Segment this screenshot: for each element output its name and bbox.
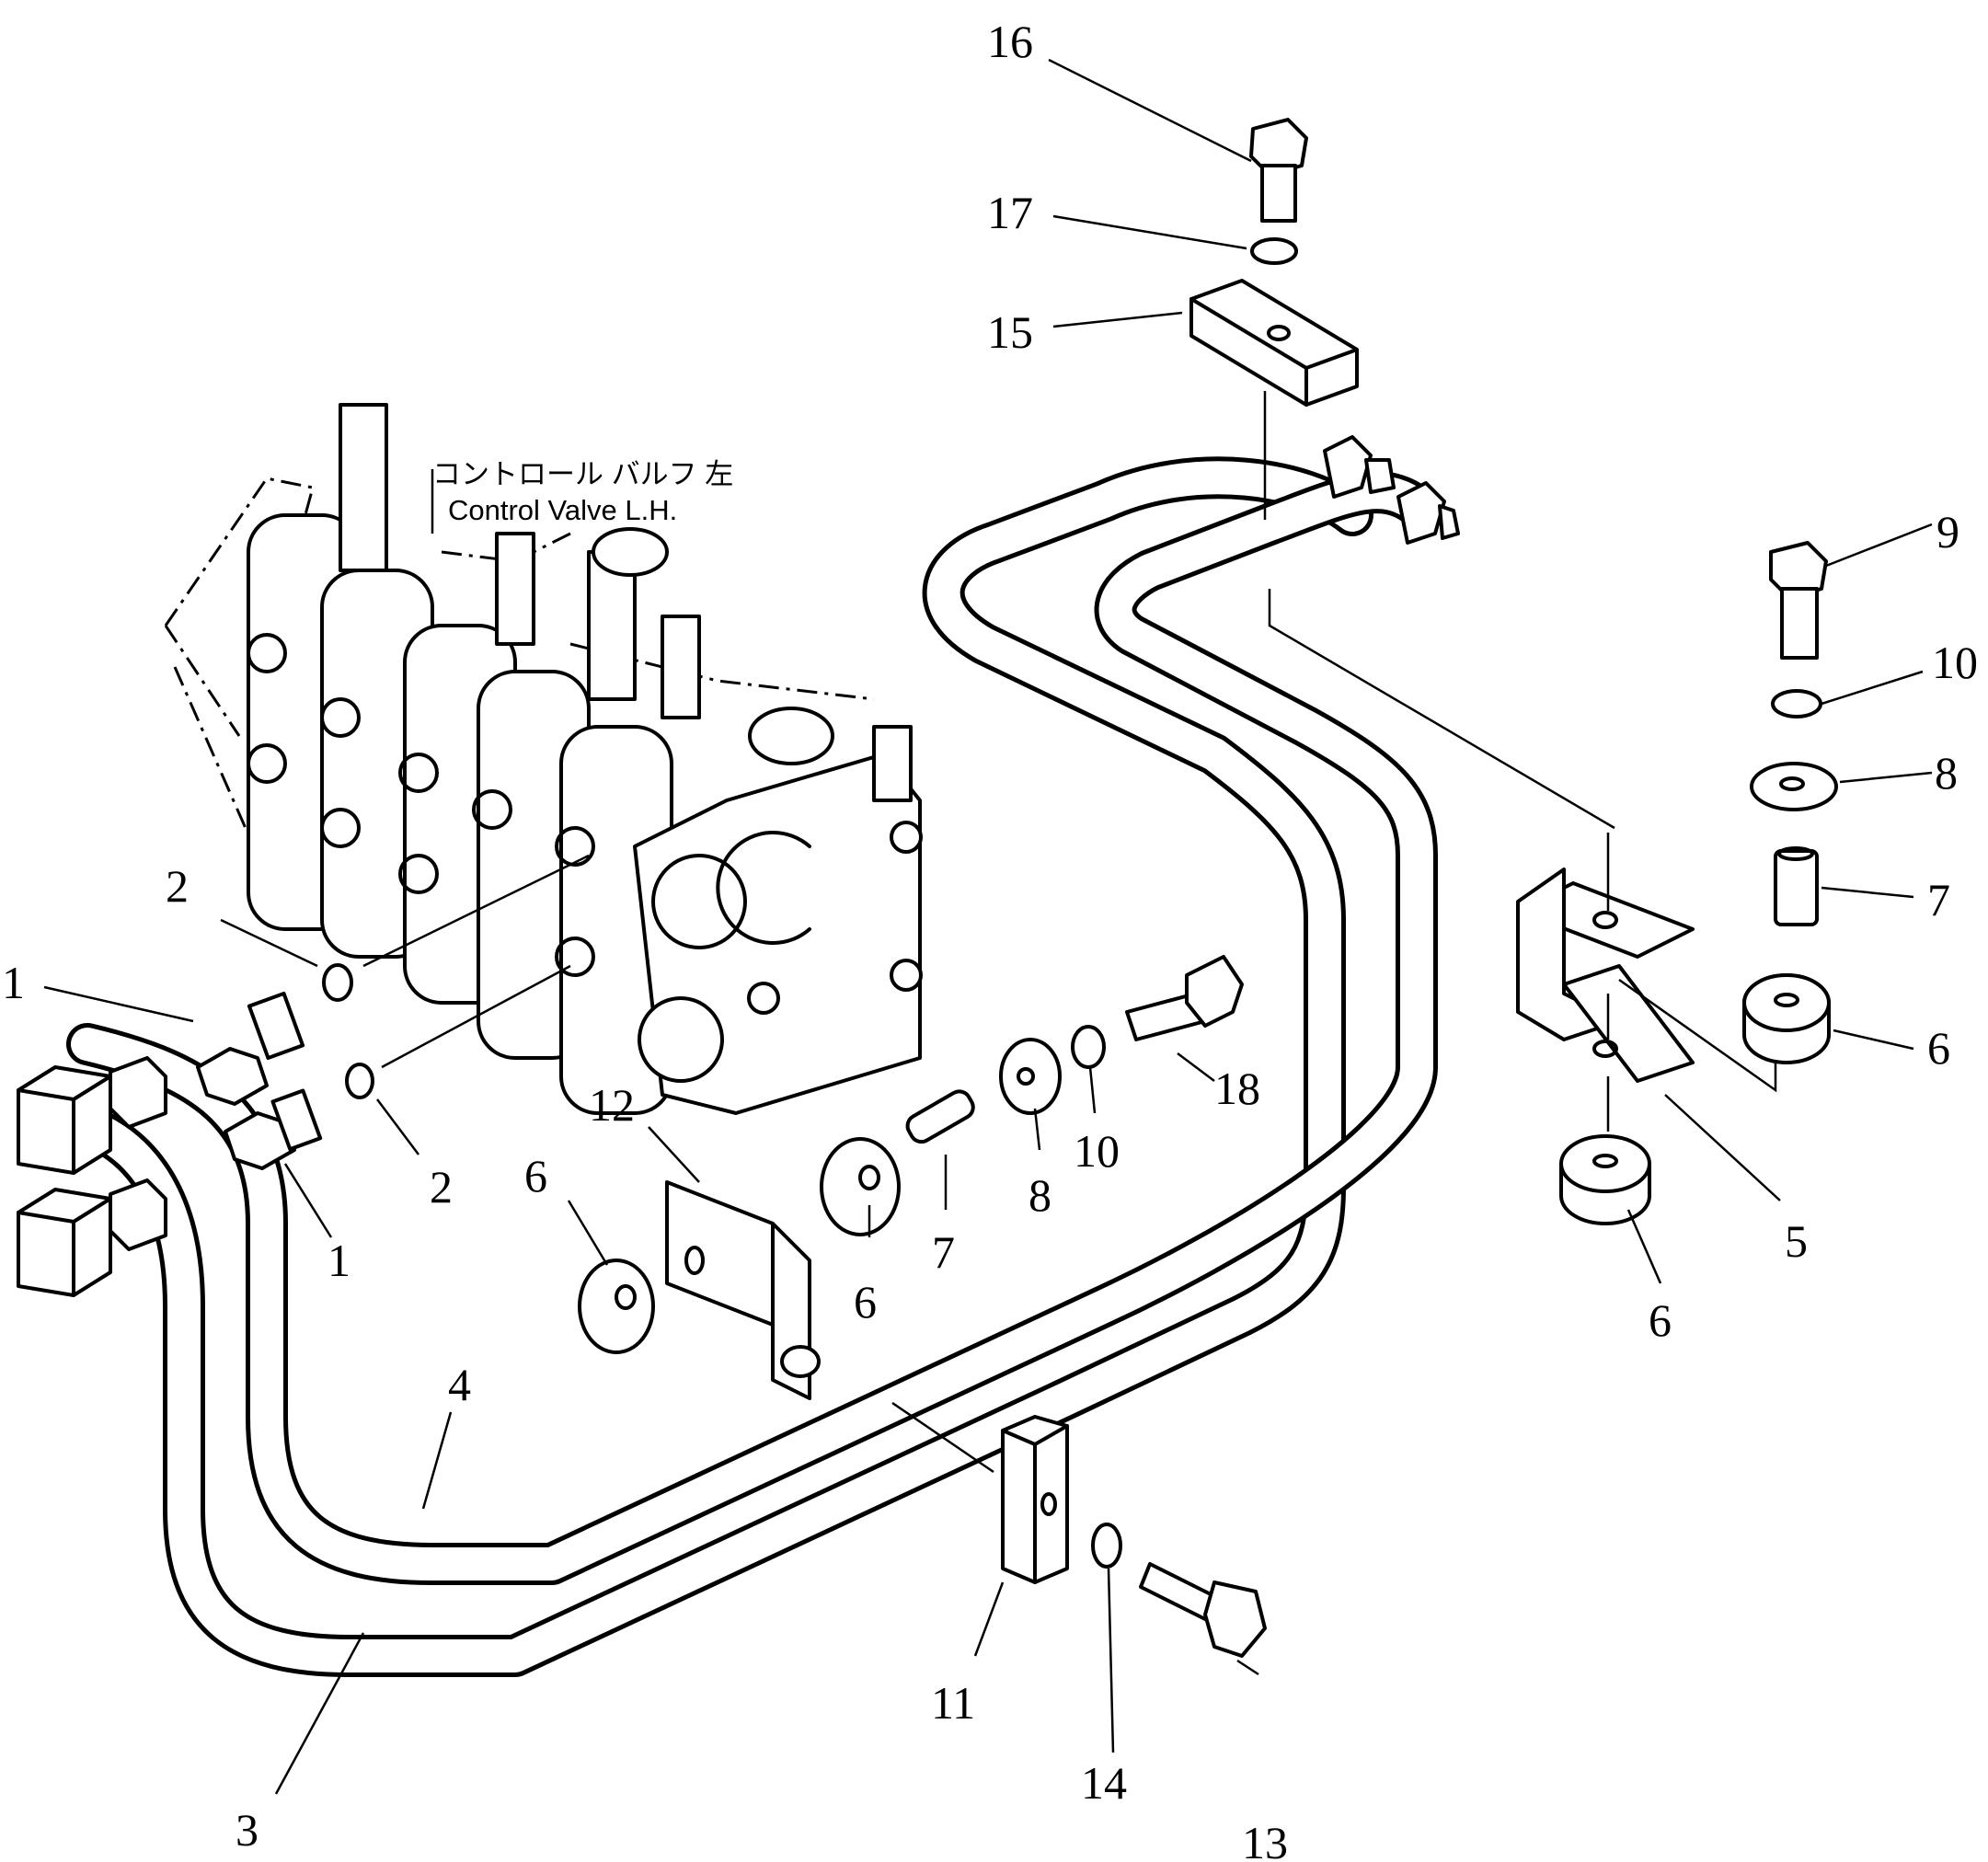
callout-15: 15 [987,306,1033,358]
control-valve-label-en: Control Valve L.H. [448,494,677,526]
clamp-15 [1189,279,1359,407]
pipe-end-block-upper [17,1056,167,1175]
pipe-end-fitting-lower [1396,481,1460,545]
bracket-5 [1516,868,1695,1083]
washer-10-right [1771,689,1822,718]
pipe-end-block-lower [17,1178,167,1297]
bracket-5-leader-b [1618,978,1777,1093]
callout-9: 9 [1936,506,1959,557]
bolt-18 [1125,955,1244,1041]
plate-8-left [999,1038,1062,1115]
callout-2: 2 [166,860,189,912]
bracket-12 [665,1180,821,1400]
cushion-6-d [1559,1134,1651,1225]
callout-6: 6 [1927,1022,1950,1074]
bolt-13 [1139,1562,1267,1658]
control-valve-lh [164,403,923,1115]
callout-18: 18 [1214,1063,1260,1114]
callout-8: 8 [1935,747,1958,799]
callout-12: 12 [589,1079,635,1131]
washer-17 [1250,237,1298,265]
callout-5: 5 [1785,1215,1808,1267]
bolt-9 [1769,541,1828,660]
control-valve-label-ja: コントロール バルフ 左 [432,458,733,490]
callout-8: 8 [1028,1169,1051,1221]
pipe-end-fitting-upper [1323,435,1396,499]
control-valve-label: コントロール バルフ 左 Control Valve L.H. [432,458,733,526]
collar-7-right [1774,846,1819,926]
clamp-11-leader [891,1401,994,1474]
clamp-15-leader [1263,391,1615,830]
callout-2: 2 [430,1161,453,1213]
cushion-6-b [820,1137,901,1236]
leader-lines [43,58,1933,1795]
callout-10: 10 [1932,637,1978,688]
callout-13: 13 [1242,1817,1288,1862]
o-ring-leader-lines [362,854,590,1069]
collar-7-left [905,1089,975,1144]
callout-7: 7 [1927,874,1950,925]
callout-6: 6 [524,1150,547,1201]
callout-14: 14 [1081,1757,1127,1809]
callout-6: 6 [854,1276,877,1328]
callout-1: 1 [328,1235,350,1286]
connector-1-upper [196,991,305,1106]
callout-10: 10 [1074,1125,1120,1177]
o-ring-2-upper [322,963,353,1002]
callout-6: 6 [1649,1294,1672,1346]
callout-3: 3 [236,1804,259,1856]
callout-7: 7 [932,1226,955,1278]
connector-1-lower [224,1088,323,1170]
callout-16: 16 [987,16,1033,67]
plate-8-right [1750,762,1838,811]
callout-1: 1 [2,957,25,1008]
callout-11: 11 [931,1677,975,1729]
cushion-6-c [1742,973,1831,1064]
callout-4: 4 [448,1359,471,1410]
o-ring-2-lower [345,1063,374,1099]
callout-17: 17 [987,187,1033,238]
pipe-assembly-4 [66,471,1438,1585]
bolt-16 [1249,118,1308,223]
callout-numbers: 1 1 2 2 3 4 5 6 6 6 6 7 7 8 8 9 10 10 11… [2,16,1978,1862]
cushion-6-a [578,1259,655,1354]
washer-14 [1091,1523,1122,1569]
washer-10-left [1071,1025,1106,1069]
clamp-11 [1001,1415,1069,1584]
